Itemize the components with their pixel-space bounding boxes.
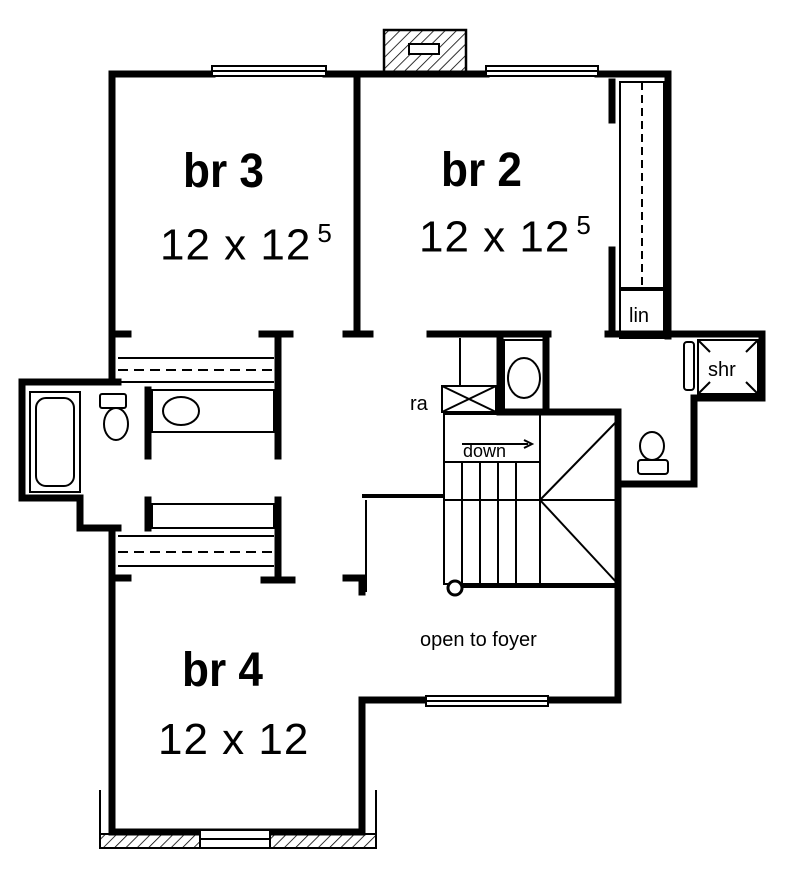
room-name-br4: br 4: [182, 644, 263, 697]
label-range: ra: [410, 393, 428, 415]
room-name-br2: br 2: [441, 144, 522, 197]
room-dim-br2-value: 12 x 12: [419, 212, 571, 262]
room-dim-br3-value: 12 x 12: [160, 220, 312, 270]
label-open-to-foyer: open to foyer: [420, 629, 537, 651]
fixtures: [29, 65, 759, 849]
stair-newel: [446, 579, 464, 597]
room-name-br3: br 3: [183, 145, 264, 198]
label-stairs-down: down: [463, 441, 507, 461]
room-dim-br2-fraction: 5: [576, 210, 592, 240]
label-shower: shr: [708, 359, 736, 381]
chimney: [382, 28, 468, 74]
walls: [18, 70, 766, 836]
label-linen: lin: [629, 305, 650, 327]
room-dim-br3-fraction: 5: [317, 218, 333, 248]
room-dim-br4: 12 x 12: [158, 715, 310, 764]
